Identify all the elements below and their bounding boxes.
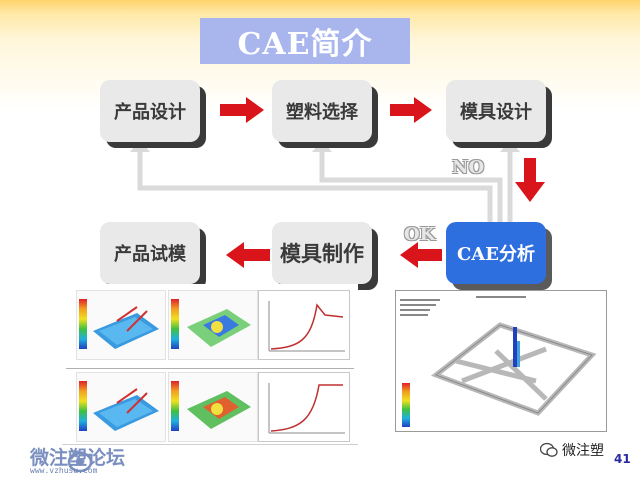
feedback-to-product-design: [137, 150, 493, 222]
forum-url: www.vzhusu.com: [30, 466, 98, 475]
label-no: NO: [452, 157, 485, 178]
arrow-making-to-trial: [226, 242, 270, 268]
arrow-cae-to-making: [400, 242, 442, 268]
sim-graph-2: [258, 372, 350, 442]
label-ok: OK: [404, 224, 436, 245]
sim-thumbnail-3: [76, 372, 166, 442]
wechat-icon: [540, 442, 558, 457]
page-title: CAE简介: [200, 18, 410, 64]
node-mold-design: 模具设计: [446, 80, 546, 142]
forum-name: 微注塑论坛: [30, 447, 126, 469]
wechat-account: 微注塑: [540, 440, 604, 460]
sim-thumbnail-4: [168, 372, 258, 442]
arrow-plastic-to-mold: [390, 97, 432, 123]
node-plastic-selection: 塑料选择: [272, 80, 372, 142]
frame-simulation-view: [395, 290, 607, 432]
sim-graph-1: [258, 290, 350, 360]
node-cae-analysis: CAE分析: [446, 222, 546, 284]
arrow-design-to-plastic: [220, 97, 264, 123]
simulation-thumbnails: [62, 284, 358, 445]
node-product-trial: 产品试模: [100, 222, 200, 284]
feedback-to-plastic-selection: [319, 150, 503, 222]
color-legend: [171, 299, 179, 349]
feedback-arrowhead-plastic: [312, 140, 332, 152]
page-number: 41: [614, 452, 631, 466]
forum-logo-icon: [67, 451, 93, 473]
sim-thumbnail-1: [76, 290, 166, 360]
frame-model: [430, 322, 597, 416]
color-legend: [402, 383, 410, 427]
node-mold-making: 模具制作: [272, 222, 372, 284]
feedback-arrowhead-mold: [500, 140, 520, 152]
sim-thumbnail-2: [168, 290, 258, 360]
feedback-arrowhead-product: [130, 140, 150, 152]
arrow-mold-to-cae: [515, 158, 545, 202]
color-legend: [79, 381, 87, 431]
color-legend: [79, 299, 87, 349]
color-legend: [171, 381, 179, 431]
node-product-design: 产品设计: [100, 80, 200, 142]
wechat-name: 微注塑: [562, 443, 604, 459]
